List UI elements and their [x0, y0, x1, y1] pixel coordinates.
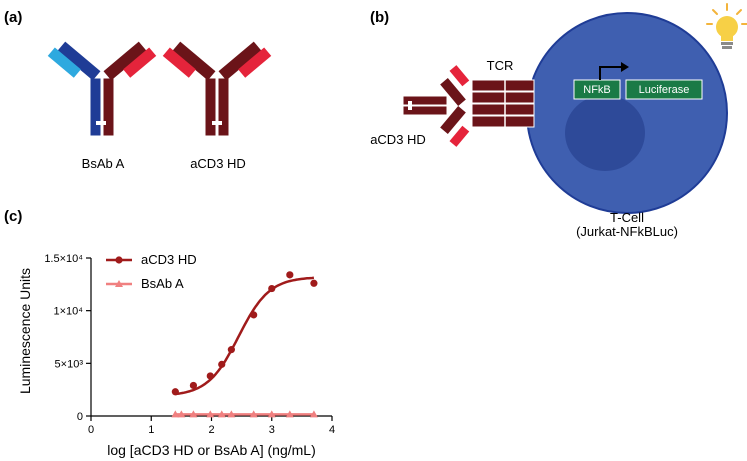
series-bsab-point: [227, 410, 236, 418]
cell-label-line1: T-Cell: [610, 210, 644, 225]
y-tick-label: 1×10⁴: [53, 306, 83, 318]
panel-c-label: (c): [4, 208, 22, 225]
luciferase-label: Luciferase: [639, 84, 690, 96]
panel-b-label: (b): [370, 9, 389, 26]
bsab-a-antibody: [47, 41, 157, 137]
bsab-a-left-arm-heavy: [57, 41, 101, 81]
y-tick-label: 5×10³: [55, 358, 84, 370]
legend-acd3-label: aCD3 HD: [141, 252, 197, 267]
series-acd3-fit-curve: [175, 276, 315, 396]
y-axis-label: Luminescence Units: [17, 268, 33, 394]
panel-a-label: (a): [4, 9, 22, 26]
promoter-arrow-head: [621, 62, 629, 72]
series-acd3-point: [227, 346, 235, 354]
tcr-chain-3: [471, 103, 535, 116]
series-acd3-point: [268, 284, 276, 293]
bsab-a-heavy-chain-left: [89, 77, 102, 137]
legend-bsab-label: BsAb A: [141, 276, 184, 291]
series-bsab-point: [206, 410, 215, 418]
acd3-right-arm-light: [238, 47, 272, 78]
bound-antibody-heavy-top: [402, 95, 448, 106]
dose-response-chart: 0 1 2 3 4 0 5×10³ 1×10⁴ 1.5×10⁴ log [aCD3 HD or B…: [17, 252, 335, 458]
nucleus: [565, 95, 645, 171]
series-bsab-point: [217, 410, 226, 418]
bound-antibody-label: aCD3 HD: [370, 132, 426, 147]
bound-antibody-hinge: [408, 101, 412, 110]
x-tick-label: 4: [329, 424, 335, 436]
series-bsab-point: [189, 410, 198, 418]
bound-acd3-antibody: [402, 65, 470, 147]
bound-antibody-heavy-bottom: [402, 105, 448, 116]
bound-antibody-upper-light: [449, 65, 470, 87]
bound-antibody-upper-arm: [440, 78, 466, 106]
promoter-arrow: [599, 66, 622, 80]
bsab-a-heavy-chain-right: [102, 77, 115, 137]
series-bsab-point: [309, 410, 318, 418]
series-bsab-point: [285, 410, 294, 418]
series-acd3-point: [189, 381, 198, 390]
x-tick-label: 0: [88, 424, 94, 436]
y-tick-label: 1.5×10⁴: [44, 253, 83, 265]
x-tick-label: 1: [148, 424, 154, 436]
panel-c: (c) 0 1 2 3 4 0 5×10³ 1×10⁴ 1.5×10⁴ log [aCD3 HD …: [4, 208, 335, 458]
nfkb-box: [573, 79, 621, 100]
luciferase-box: [625, 79, 703, 100]
legend-acd3-marker: [115, 256, 123, 264]
tcr-complex: [471, 79, 535, 128]
bound-antibody-lower-light: [449, 125, 470, 147]
bsab-a-right-arm-heavy: [103, 41, 147, 81]
legend-bsab-marker: [115, 280, 123, 287]
acd3-heavy-chain-right: [217, 77, 230, 137]
series-bsab-point: [249, 410, 258, 418]
tcr-label: TCR: [487, 58, 514, 73]
lightbulb-icon: [706, 3, 747, 49]
x-tick-label: 3: [269, 424, 275, 436]
x-axis-label: log [aCD3 HD or BsAb A] (ng/mL): [107, 442, 316, 458]
bsab-a-hinge-mark: [96, 121, 106, 125]
series-acd3-point: [171, 388, 179, 396]
series-bsab-point: [267, 410, 276, 418]
bsab-a-right-arm-light: [123, 47, 157, 78]
series-acd3-point: [206, 372, 214, 380]
acd3-hd-antibody: [162, 41, 272, 137]
series-acd3-point: [218, 360, 226, 368]
bsab-a-caption: BsAb A: [82, 156, 125, 171]
series-acd3-point: [310, 279, 318, 287]
acd3-right-arm-heavy: [218, 41, 262, 81]
acd3-left-arm-light: [162, 47, 196, 78]
bound-antibody-lower-arm: [440, 106, 466, 134]
panel-a: (a) BsAb A aCD3 HD: [4, 9, 272, 171]
acd3-heavy-chain-left: [204, 77, 217, 137]
nfkb-label: NFkB: [583, 84, 611, 96]
tcr-chain-2: [471, 91, 535, 104]
panel-b: (b) TCR aCD3 HD NFkB Luciferase: [370, 3, 747, 239]
y-tick-label: 0: [77, 411, 83, 423]
acd3-left-arm-heavy: [172, 41, 216, 81]
acd3-hinge-mark: [212, 121, 222, 125]
cell-label-line2: (Jurkat-NFkBLuc): [576, 224, 678, 239]
series-acd3-point: [250, 311, 258, 319]
series-acd3-point: [286, 271, 294, 279]
series-bsab-point: [177, 410, 186, 418]
x-tick-label: 2: [208, 424, 214, 436]
tcr-chain-4: [471, 115, 535, 128]
tcr-chain-1: [471, 79, 535, 92]
acd3-hd-caption: aCD3 HD: [190, 156, 246, 171]
bsab-a-left-arm-light: [47, 47, 81, 78]
series-bsab-point: [171, 410, 180, 418]
